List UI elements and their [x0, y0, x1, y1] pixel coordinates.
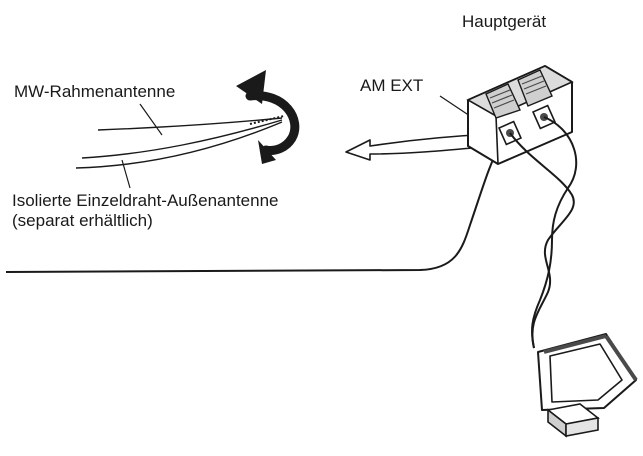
main-unit-label: Hauptgerät [462, 12, 547, 31]
twisted-lead-wire [509, 116, 578, 349]
separately-available-label: (separat erhältlich) [12, 211, 153, 230]
am-loop-antenna [537, 333, 638, 438]
am-ext-label: AM EXT [360, 76, 424, 95]
outdoor-antenna-wire [5, 145, 501, 273]
amext-label-leader [439, 95, 471, 117]
terminal-block [466, 65, 574, 165]
outdoor-label-leader [121, 159, 131, 189]
mw-label-leader [139, 103, 163, 136]
outdoor-antenna-label: Isolierte Einzeldraht-Außenantenne [12, 191, 279, 210]
rotate-arrow-icon [236, 70, 300, 164]
mw-loop-antenna-label: MW-Rahmenantenne [14, 82, 176, 101]
mw-loop-antenna-wires [75, 115, 285, 169]
